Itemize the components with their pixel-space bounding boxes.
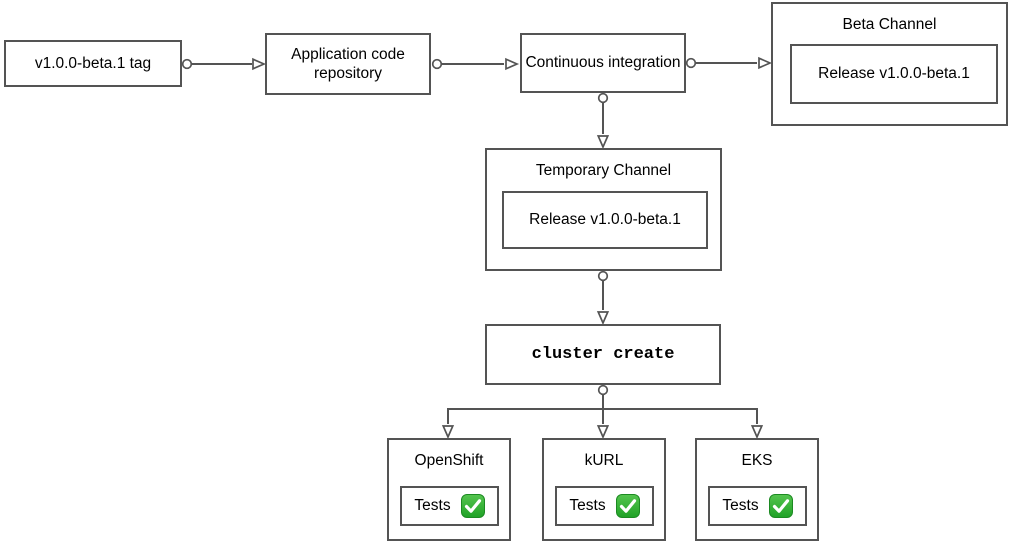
beta-release-label: Release v1.0.0-beta.1 (818, 65, 970, 82)
temporary-channel-release: Release v1.0.0-beta.1 (502, 191, 708, 249)
node-beta-channel: Beta Channel Release v1.0.0-beta.1 (771, 2, 1008, 126)
node-application-code-repository: Application code repository (265, 33, 431, 95)
temporary-channel-title: Temporary Channel (535, 162, 672, 179)
kurl-tests-label: Tests (569, 497, 606, 514)
repository-label: Application code repository (291, 45, 405, 82)
temporary-release-label: Release v1.0.0-beta.1 (529, 211, 681, 228)
cluster-create-label: cluster create (531, 344, 675, 364)
node-continuous-integration: Continuous integration (520, 33, 686, 93)
check-mark-icon (460, 494, 485, 518)
beta-channel-title: Beta Channel (842, 16, 937, 33)
eks-tests-label: Tests (722, 497, 759, 514)
version-tag-label: v1.0.0-beta.1 tag (34, 54, 152, 72)
check-mark-icon (615, 494, 640, 518)
kurl-title: kURL (584, 452, 624, 469)
node-cluster-create: cluster create (485, 324, 721, 385)
openshift-title: OpenShift (414, 452, 484, 469)
node-platform-eks: EKS Tests (695, 438, 819, 541)
check-mark-icon (768, 494, 793, 518)
beta-channel-release: Release v1.0.0-beta.1 (790, 44, 998, 104)
node-temporary-channel: Temporary Channel Release v1.0.0-beta.1 (485, 148, 722, 271)
eks-tests-box: Tests (708, 486, 807, 526)
openshift-tests-box: Tests (400, 486, 499, 526)
node-version-tag: v1.0.0-beta.1 tag (4, 40, 182, 87)
node-platform-kurl: kURL Tests (542, 438, 666, 541)
kurl-tests-box: Tests (555, 486, 654, 526)
node-platform-openshift: OpenShift Tests (387, 438, 511, 541)
eks-title: EKS (741, 452, 773, 469)
continuous-integration-label: Continuous integration (525, 54, 681, 72)
openshift-tests-label: Tests (414, 497, 451, 514)
